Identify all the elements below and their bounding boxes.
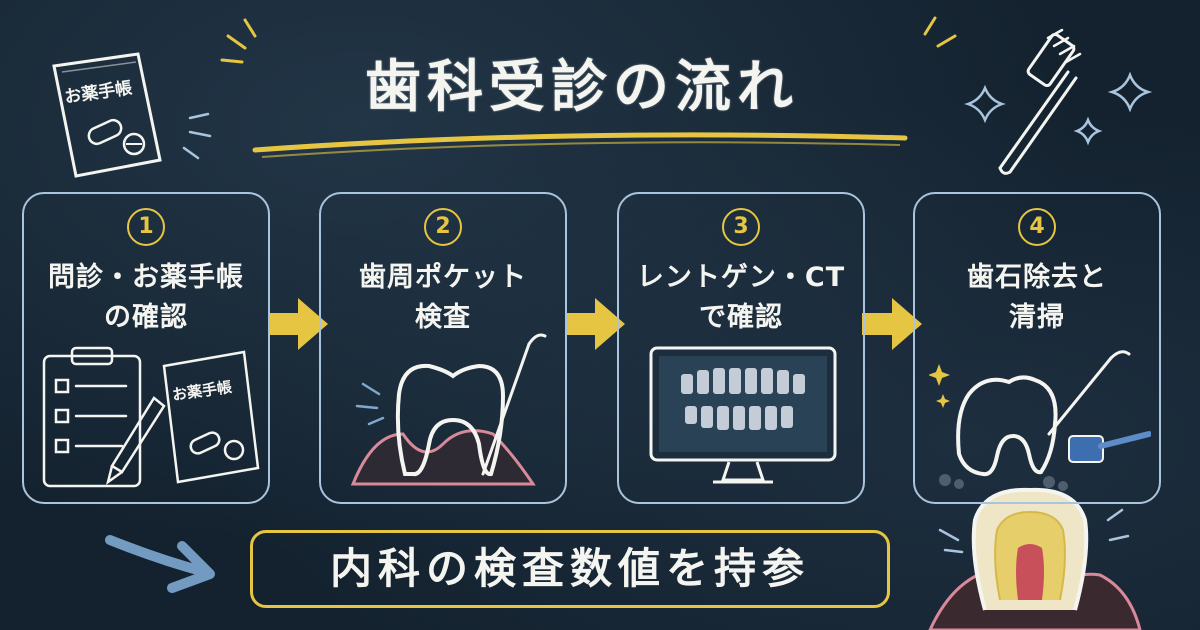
step-number: 4	[1018, 208, 1056, 246]
toothbrush-icon	[998, 28, 1082, 175]
blue-arrow-icon	[105, 535, 215, 593]
sparkle-icon	[964, 71, 1153, 146]
step-number: 3	[722, 208, 760, 246]
step-card-1: 1 問診・お薬手帳 の確認	[22, 192, 270, 504]
step-label: レントゲン・CT で確認	[619, 258, 863, 338]
toothbrush-icon	[1068, 431, 1151, 463]
step-label: 歯石除去と 清掃	[915, 258, 1159, 338]
step-label-line2: 検査	[415, 302, 471, 333]
title-underline	[252, 132, 908, 153]
title-burst-right	[923, 16, 957, 48]
step-label: 問診・お薬手帳 の確認	[24, 258, 268, 338]
step-number: 1	[127, 208, 165, 246]
arrow-right-icon	[268, 298, 922, 350]
step-label-line2: の確認	[104, 302, 188, 333]
page-title: 歯科受診の流れ	[365, 55, 799, 120]
bottom-note-box: 内科の検査数値を持参	[250, 530, 890, 608]
xray-monitor-icon	[649, 346, 837, 484]
step-card-2: 2 歯周ポケット 検査	[319, 192, 567, 504]
tooth-icon	[350, 333, 547, 486]
tooth-cross-section-icon	[928, 487, 1142, 630]
title-burst-left	[220, 18, 257, 64]
clipboard-icon	[42, 346, 260, 488]
step-label: 歯周ポケット 検査	[321, 258, 565, 338]
step-label-line1: 歯石除去と	[967, 262, 1107, 293]
pencil-icon	[105, 396, 166, 485]
step-label-line1: 問診・お薬手帳	[48, 262, 244, 293]
step-label-line2: 清掃	[1009, 302, 1065, 333]
step-label-line2: で確認	[699, 302, 783, 333]
step-label-line1: レントゲン・CT	[636, 262, 846, 293]
medicine-book-icon: お薬手帳	[48, 52, 166, 182]
dental-probe-icon	[481, 333, 547, 476]
step-label-line1: 歯周ポケット	[359, 262, 527, 293]
step-number: 2	[424, 208, 462, 246]
bottom-note: 内科の検査数値を持参	[329, 544, 810, 593]
step-card-4: 4 歯石除去と 清掃	[913, 192, 1161, 504]
step-card-3: 3 レントゲン・CT で確認	[617, 192, 865, 504]
scaler-icon	[929, 350, 1151, 491]
